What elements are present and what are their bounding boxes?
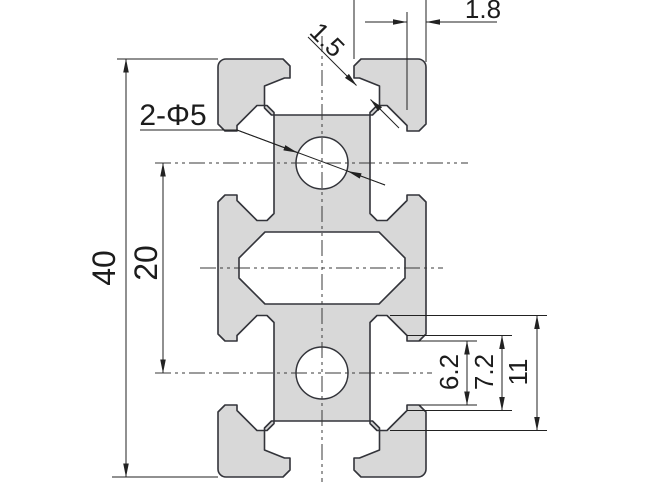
dim-slot-cavity-label: 11 <box>503 359 533 386</box>
dim-lip-thickness-label: 1.5 <box>304 16 351 63</box>
dim-slot-opening-label: 6.2 <box>434 354 464 390</box>
dim-slot-throat-label: 7.2 <box>469 354 499 390</box>
leader-arrow-lower <box>347 170 386 186</box>
dimline-15-upper <box>307 36 357 86</box>
dim-overall-height-label: 40 <box>86 250 122 286</box>
leader-arrow-upper <box>236 129 298 153</box>
dimline-15-lower <box>370 99 400 129</box>
holes-callout-label: 2-Φ5 <box>139 99 206 132</box>
dim-hole-pitch-label: 20 <box>128 245 164 281</box>
dim-wall-thickness-label: 1.8 <box>465 0 501 24</box>
